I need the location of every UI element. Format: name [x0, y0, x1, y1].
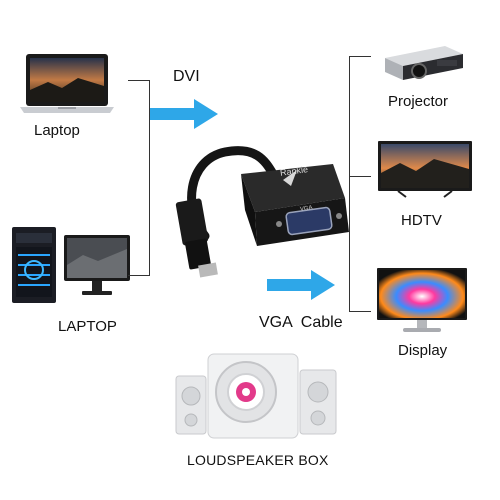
left-bracket-top: [128, 80, 150, 81]
input-arrow-icon: [150, 97, 220, 131]
hdmi-to-vga-adapter: [165, 140, 365, 280]
right-bracket-bottom: [349, 311, 371, 312]
dvi-label: DVI: [173, 68, 200, 85]
left-bracket-vertical: [149, 80, 150, 276]
right-bracket-middle: [349, 176, 371, 177]
laptop-image: [18, 52, 116, 116]
hdtv-label: HDTV: [401, 212, 442, 229]
projector-image: [379, 40, 467, 84]
right-bracket-top: [349, 56, 371, 57]
display-image: [375, 266, 469, 336]
display-label: Display: [398, 342, 448, 359]
vga-cable-label: VGA Cable: [259, 314, 343, 331]
laptop-label: Laptop: [34, 122, 80, 139]
loudspeaker-label: LOUDSPEAKER BOX: [187, 452, 329, 468]
desktop-pc-image: [8, 225, 134, 305]
output-arrow-icon: [267, 268, 337, 302]
projector-label: Projector: [388, 93, 449, 110]
loudspeaker-image: [168, 348, 344, 440]
right-bracket-vertical: [349, 56, 350, 312]
hdtv-image: [376, 139, 474, 199]
desktop-label: LAPTOP: [58, 318, 117, 335]
left-bracket-bottom: [128, 275, 150, 276]
